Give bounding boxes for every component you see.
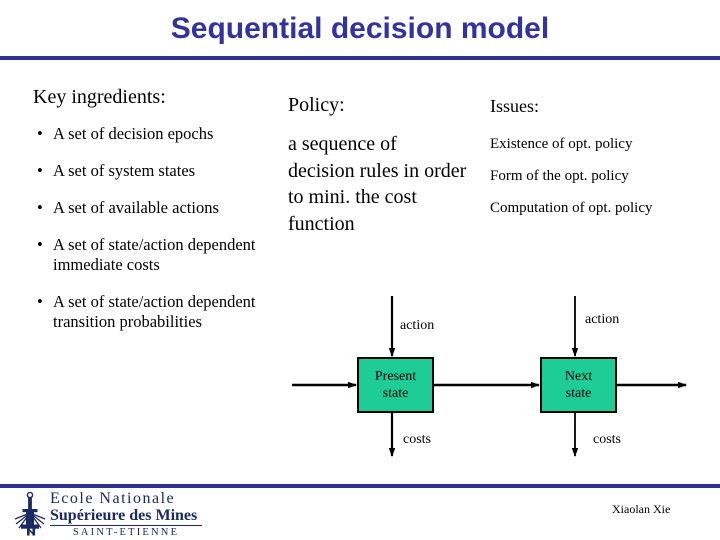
logo-line-superieure-des-mines: Supérieure des Mines [50,507,198,524]
author-name: Xiaolan Xie [612,502,671,516]
institution-logo-text: Ecole Nationale Supérieure des Mines SAI… [50,490,210,539]
next-state-label-line2: state [565,386,592,401]
edge-label-action-present: action [400,318,435,333]
policy-heading: Policy: [288,94,345,116]
footer-divider [0,484,720,488]
edge-label-action-next: action [585,312,620,327]
key-ingredients-list: • A set of decision epochs • A set of syst… [37,124,285,349]
edge-label-costs-next: costs [593,432,621,447]
next-state-box[interactable]: Next state [540,357,617,413]
bullet-icon: • [37,292,43,311]
list-item-label: A set of system states [53,161,196,180]
policy-body-text: a sequence of decision rules in order to… [288,133,467,235]
mine-headframe-icon [14,491,46,536]
key-ingredients-heading: Key ingredients: [33,86,166,108]
list-item: • A set of decision epochs [37,124,285,144]
list-item-label: A set of decision epochs [53,124,214,143]
list-item: Form of the opt. policy [490,168,629,184]
list-item: Existence of opt. policy [490,136,633,152]
logo-line-saint-etienne: SAINT-ETIENNE [72,527,180,538]
bullet-icon: • [37,124,43,143]
bullet-icon: • [37,235,43,254]
page-title: Sequential decision model [170,12,550,45]
institution-logo: Ecole Nationale Supérieure des Mines SAI… [12,490,212,539]
list-item-label: A set of state/action dependent immediat… [53,235,256,274]
list-item: • A set of available actions [37,198,285,218]
list-item: • A set of state/action dependent transit… [37,292,285,332]
present-state-label-line1: Present [374,369,417,384]
bullet-icon: • [37,198,43,217]
logo-line-ecole-nationale: Ecole Nationale [50,490,176,507]
list-item-label: A set of available actions [53,198,219,217]
list-item-label: A set of state/action dependent transiti… [53,292,256,331]
present-state-label-line2: state [382,386,409,401]
issues-heading: Issues: [490,96,539,116]
list-item: • A set of system states [37,161,285,181]
present-state-box[interactable]: Present state [357,357,434,413]
title-divider [0,56,720,60]
logo-divider [50,525,202,526]
edge-label-costs-present: costs [403,432,431,447]
list-item: Computation of opt. policy [490,200,653,216]
next-state-label-line1: Next [564,369,593,384]
issues-list: Existence of opt. policy Form of the opt… [490,134,700,230]
bullet-icon: • [37,161,43,180]
list-item: • A set of state/action dependent immedia… [37,235,285,275]
